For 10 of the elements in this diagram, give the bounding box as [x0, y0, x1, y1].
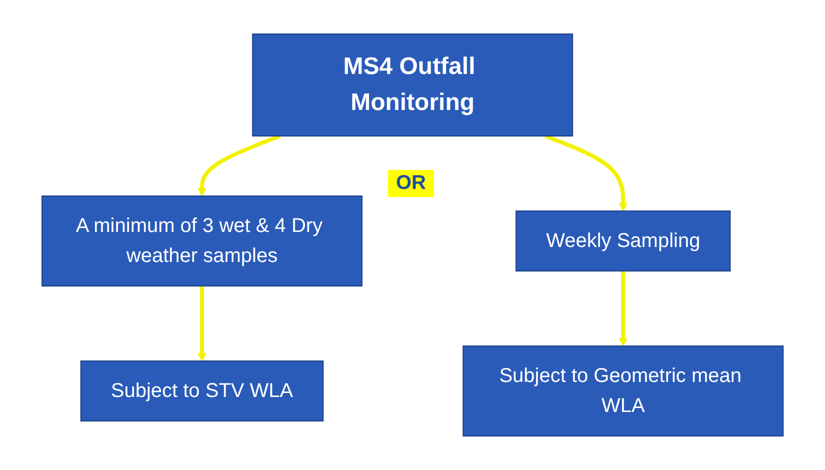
or-label: OR	[388, 170, 434, 197]
arrow	[198, 286, 206, 362]
arrow	[544, 134, 628, 212]
node-box: Subject to STV WLA	[80, 360, 324, 422]
node-box: MS4 Outfall Monitoring	[252, 34, 573, 136]
node-box: Subject to Geometric mean WLA	[462, 346, 784, 436]
arrow	[618, 271, 628, 346]
node-box: A minimum of 3 wet & 4 Dry weather samples	[41, 196, 362, 286]
arrow	[198, 134, 281, 196]
node-box: Weekly Sampling	[516, 210, 731, 272]
